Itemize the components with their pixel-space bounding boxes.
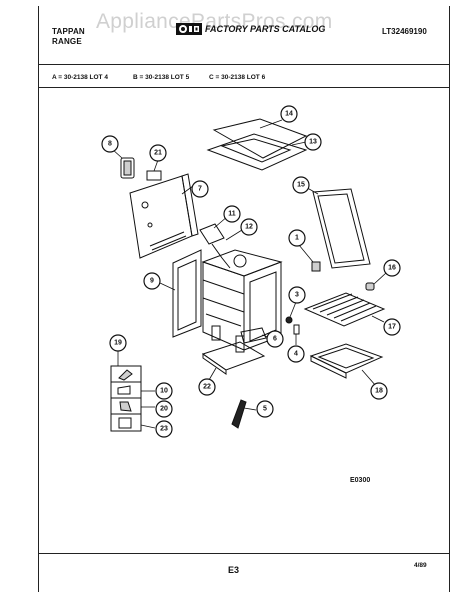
svg-text:20: 20	[160, 406, 168, 413]
broiler-pan	[309, 343, 384, 387]
watermark: AppliancePartsPros.com	[96, 10, 333, 33]
svg-text:17: 17	[388, 324, 396, 331]
callout-7: 7	[191, 180, 209, 198]
callout-21: 21	[149, 144, 167, 162]
callout-17: 17	[383, 318, 401, 336]
svg-text:9: 9	[150, 278, 154, 285]
door-panel	[301, 184, 371, 269]
svg-text:18: 18	[375, 388, 383, 395]
svg-text:4: 4	[294, 351, 298, 358]
fitting-parts	[285, 301, 300, 345]
bracket-part	[146, 159, 162, 181]
brand-line-2: RANGE	[52, 37, 82, 46]
broiler-element	[199, 215, 243, 269]
callout-11: 11	[223, 205, 241, 223]
callout-5: 5	[256, 400, 274, 418]
hinge-part	[365, 272, 387, 291]
svg-text:13: 13	[309, 139, 317, 146]
callout-19: 19	[109, 334, 127, 352]
callout-23: 23	[155, 420, 173, 438]
callout-9: 9	[143, 272, 161, 290]
legend-rule	[38, 87, 449, 88]
svg-text:1: 1	[295, 235, 299, 242]
svg-text:12: 12	[245, 224, 253, 231]
oven-rack	[303, 292, 386, 327]
header-rule	[38, 64, 449, 65]
callout-12: 12	[240, 218, 258, 236]
parts-kit	[110, 350, 156, 432]
callout-15: 15	[292, 176, 310, 194]
clip-part	[111, 148, 135, 179]
manufacturer-logo-icon	[176, 23, 202, 35]
svg-text:15: 15	[297, 182, 305, 189]
knob-part	[298, 244, 321, 272]
page-frame	[38, 6, 450, 592]
revision-date: 4/89	[414, 562, 427, 569]
svg-text:21: 21	[154, 150, 162, 157]
callout-10: 10	[155, 382, 173, 400]
callout-3: 3	[288, 286, 306, 304]
svg-text:3: 3	[295, 292, 299, 299]
callout-8: 8	[101, 135, 119, 153]
callout-1: 1	[288, 229, 306, 247]
svg-text:22: 22	[203, 384, 211, 391]
svg-text:8: 8	[108, 141, 112, 148]
svg-text:10: 10	[160, 388, 168, 395]
svg-text:7: 7	[198, 186, 202, 193]
callout-20: 20	[155, 400, 173, 418]
svg-text:23: 23	[160, 426, 168, 433]
svg-text:11: 11	[228, 211, 236, 218]
legend-c: C = 30-2138 LOT 6	[209, 74, 266, 81]
rear-panel	[129, 173, 199, 259]
callout-22: 22	[198, 378, 216, 396]
catalog-title: FACTORY PARTS CATALOG	[205, 24, 326, 34]
burner-part	[240, 327, 269, 344]
bottom-panel	[201, 341, 266, 381]
brand-line-1: TAPPAN	[52, 27, 85, 36]
page-number: E3	[228, 565, 240, 575]
svg-text:16: 16	[388, 265, 396, 272]
side-panel	[159, 249, 202, 338]
svg-text:14: 14	[285, 111, 293, 118]
callout-16: 16	[383, 259, 401, 277]
callout-18: 18	[370, 382, 388, 400]
footer-rule	[38, 553, 449, 554]
drawing-code: E0300	[350, 477, 371, 484]
svg-text:5: 5	[263, 406, 267, 413]
legend-a: A = 30-2138 LOT 4	[52, 74, 108, 81]
handle-part	[231, 399, 257, 429]
callout-14: 14	[280, 105, 298, 123]
callout-4: 4	[287, 345, 305, 363]
cooktop-frame	[206, 118, 308, 171]
svg-text:6: 6	[273, 336, 277, 343]
catalog-number: LT32469190	[382, 27, 427, 36]
callout-6: 6	[266, 330, 284, 348]
legend-b: B = 30-2138 LOT 5	[133, 74, 190, 81]
callout-13: 13	[304, 133, 322, 151]
svg-text:19: 19	[114, 340, 122, 347]
